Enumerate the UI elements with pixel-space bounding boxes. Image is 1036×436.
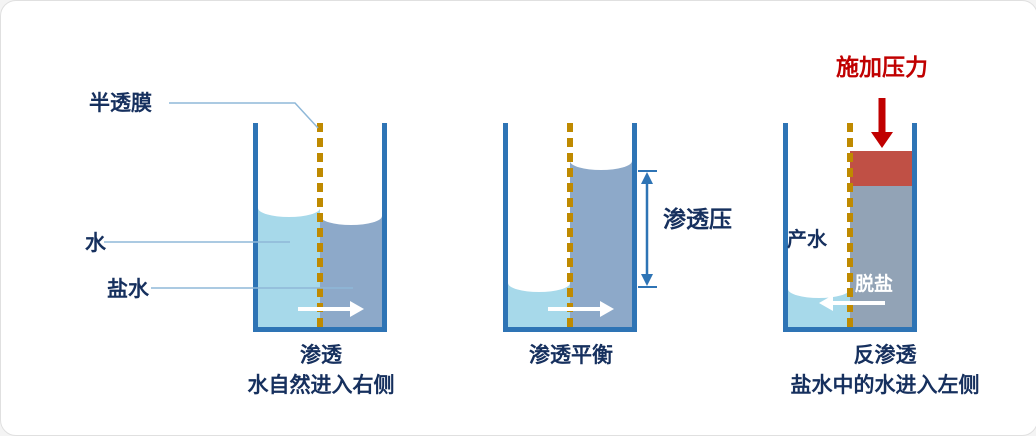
salt-water-meniscus xyxy=(570,161,632,170)
salt-water-meniscus xyxy=(320,216,382,225)
salt-water-fill xyxy=(570,161,632,327)
salt-water-fill xyxy=(850,186,912,327)
fresh-water-fill xyxy=(258,208,320,327)
desalination-label: 脱盐 xyxy=(855,273,894,295)
beaker-equilibrium xyxy=(503,123,637,332)
semipermeable-membrane-line xyxy=(567,123,573,327)
semipermeable-membrane-line xyxy=(847,123,853,327)
beaker-equilibrium-interior xyxy=(508,123,632,327)
fresh-water-meniscus xyxy=(258,208,320,217)
osmotic-pressure-double-arrow-icon xyxy=(638,170,657,288)
subcaption-reverse-osmosis: 盐水中的水进入左侧 xyxy=(790,373,980,397)
water-label: 水 xyxy=(85,231,106,255)
membrane-label: 半透膜 xyxy=(89,91,152,115)
piston-pressure-block xyxy=(850,151,912,186)
applied-pressure-label: 施加压力 xyxy=(836,55,928,81)
product-water-label: 产水 xyxy=(787,227,827,251)
salt-water-label: 盐水 xyxy=(107,277,149,301)
caption-osmosis: 渗透 xyxy=(300,343,342,367)
semipermeable-membrane-line xyxy=(317,123,323,327)
osmotic-pressure-label: 渗透压 xyxy=(663,207,732,233)
subcaption-osmosis: 水自然进入右侧 xyxy=(247,373,395,397)
caption-equilibrium: 渗透平衡 xyxy=(529,343,613,367)
salt-water-fill xyxy=(320,216,382,327)
product-water-meniscus xyxy=(788,289,850,298)
caption-reverse-osmosis: 反渗透 xyxy=(853,343,917,367)
beaker-reverse-osmosis-interior xyxy=(788,123,912,327)
beaker-osmosis xyxy=(253,123,387,332)
beaker-reverse-osmosis xyxy=(783,123,917,332)
beaker-osmosis-interior xyxy=(258,123,382,327)
fresh-water-meniscus xyxy=(508,283,570,292)
